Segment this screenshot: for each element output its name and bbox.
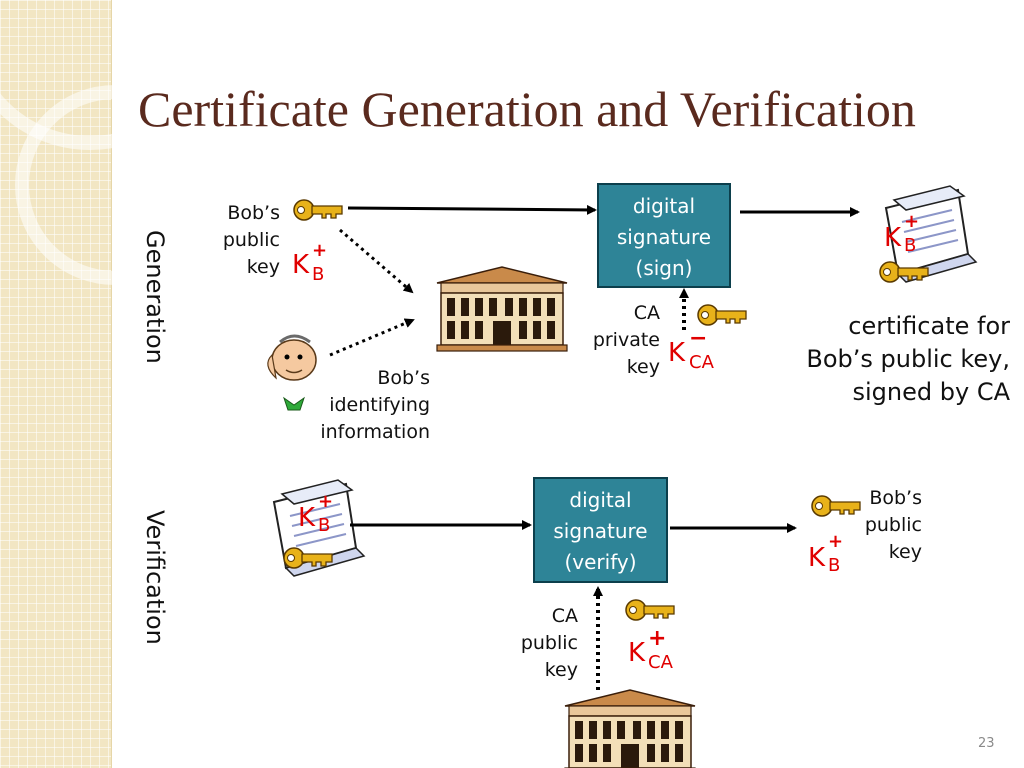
digital-signature-verify-box: digital signature (verify) (533, 477, 668, 583)
ca-public-key-symbol: K + CA (628, 626, 673, 673)
ca-public-key-label: CA public key (520, 605, 578, 681)
bob-public-key-symbol: K + B (292, 240, 328, 285)
ca-building-verify-icon (564, 689, 696, 768)
dotted-arrow-key-to-ca (339, 228, 414, 294)
digital-signature-sign-box: digital signature (sign) (597, 183, 731, 288)
ca-private-key-icon (697, 304, 747, 326)
slide-title: Certificate Generation and Verification (138, 81, 916, 137)
received-certificate-key-symbol: K + B (298, 491, 334, 536)
dotted-arrow-person-to-ca (329, 318, 415, 357)
bob-person-icon (267, 334, 317, 411)
result-public-key-label: Bob’s public key (864, 487, 922, 563)
bob-public-key-icon (293, 199, 343, 221)
generation-section-label: Generation (141, 230, 169, 364)
certificate-description: certificate for Bob’s public key, signed… (806, 312, 1010, 406)
ca-building-icon (436, 266, 568, 352)
ca-private-key-label: CA private key (592, 302, 660, 378)
ca-public-key-icon (625, 599, 675, 621)
result-public-key-symbol: K + B (808, 531, 844, 576)
ca-private-key-symbol: K − CA (668, 326, 714, 373)
certificate-key-symbol: K + B (884, 211, 920, 256)
bob-public-key-label: Bob’s public key (222, 202, 280, 278)
arrow-key-to-sign (347, 204, 597, 215)
verification-section-label: Verification (141, 510, 169, 645)
bob-identifying-label: Bob’s identifying information (320, 367, 430, 443)
page-number: 23 (978, 736, 995, 751)
